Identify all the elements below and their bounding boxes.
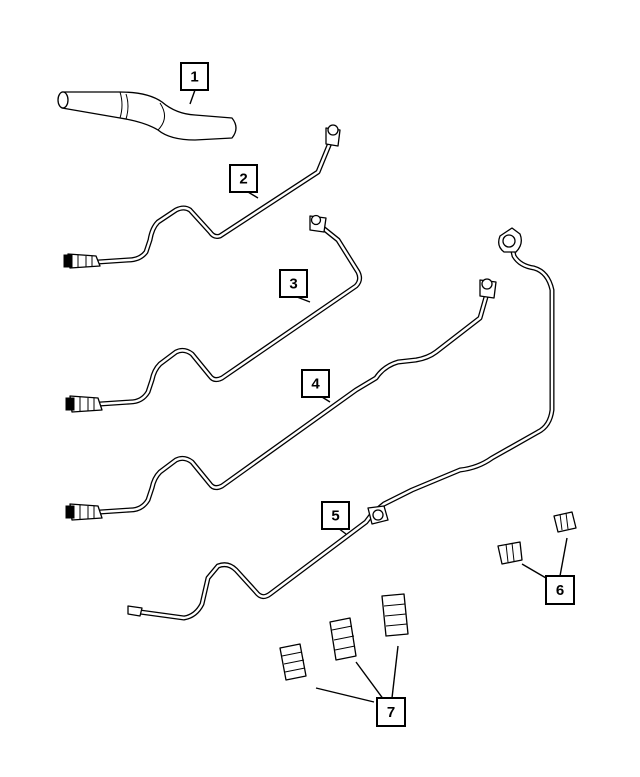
callout-4-label: 4 — [311, 376, 320, 393]
callout-3-label: 3 — [289, 276, 297, 293]
leader-line-7a — [315, 687, 375, 703]
callout-1: 1 — [180, 62, 209, 91]
callout-4: 4 — [301, 369, 330, 398]
leader-line-1 — [189, 89, 196, 105]
tube-part-2[interactable] — [63, 124, 341, 269]
callout-1-label: 1 — [190, 69, 198, 86]
leader-line-6b — [521, 563, 547, 579]
callout-6: 6 — [545, 575, 575, 605]
callout-7-label: 7 — [387, 704, 395, 721]
callout-6-label: 6 — [556, 582, 564, 599]
callout-2-label: 2 — [239, 171, 247, 188]
leader-line-6a — [559, 537, 568, 577]
hose-part-1[interactable] — [57, 91, 237, 141]
leader-line-7b — [355, 661, 385, 701]
callout-7: 7 — [376, 697, 406, 727]
clip-part-7[interactable] — [279, 593, 409, 681]
callout-3: 3 — [279, 269, 308, 298]
tube-part-5[interactable] — [127, 227, 555, 621]
leader-line-7c — [391, 645, 399, 699]
callout-5: 5 — [321, 501, 350, 530]
callout-5-label: 5 — [331, 508, 339, 525]
tube-part-3[interactable] — [65, 214, 363, 413]
tube-part-4[interactable] — [65, 278, 497, 521]
clip-part-6[interactable] — [497, 511, 577, 565]
callout-2: 2 — [229, 164, 258, 193]
